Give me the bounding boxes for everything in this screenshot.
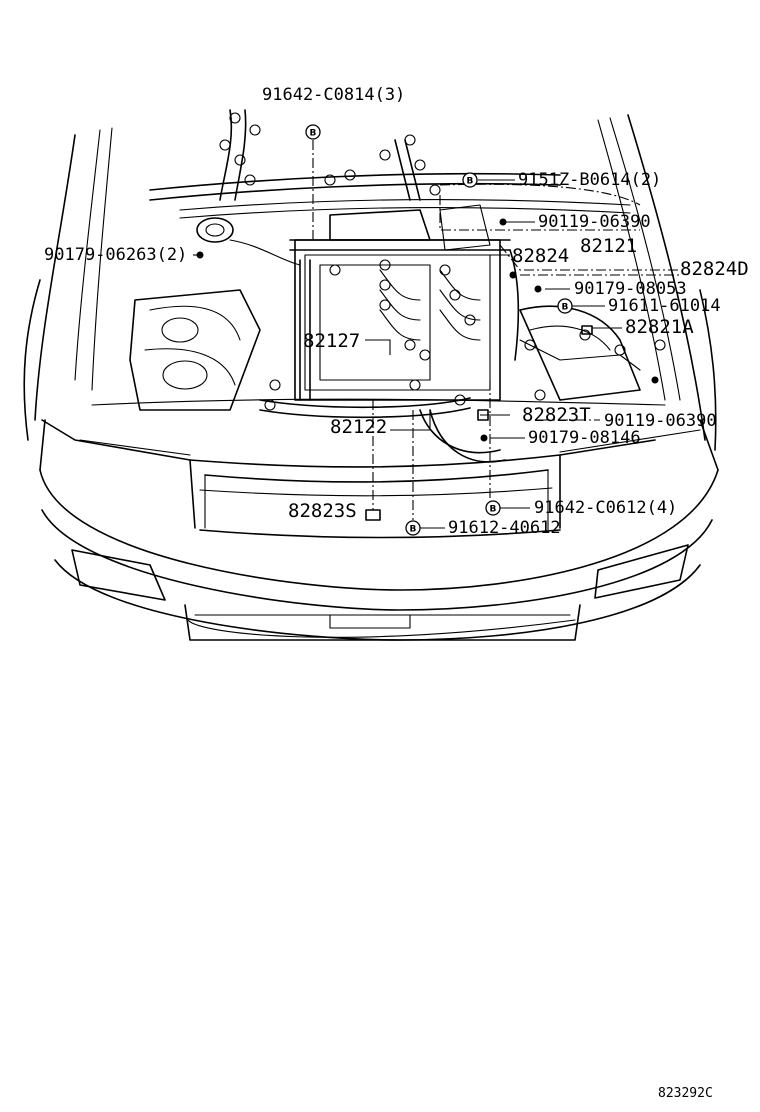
svg-text:B: B [310,129,317,139]
nut-icon [480,434,488,442]
svg-text:B: B [410,525,417,535]
clip-icon [477,409,489,421]
part-label-91642-C0612: 91642-C0612(4) [534,498,677,518]
part-label-82122: 82122 [330,416,387,438]
part-label-90119-06390-bottom: 90119-06390 [604,411,717,431]
fastener-icons [196,218,659,521]
part-label-91612-40612: 91612-40612 [448,518,561,538]
nut-icon [534,285,542,293]
part-label-82121: 82121 [580,235,637,257]
part-label-91611-61014: 91611-61014 [608,296,721,316]
nut-icon [651,376,659,384]
part-label-82821A: 82821A [625,316,694,338]
engine-block [129,204,641,463]
part-label-90179-08053: 90179-08053 [574,279,687,299]
diagram-code: 823292C [658,1086,713,1101]
part-label-82824D: 82824D [680,258,749,280]
bolt-marker-1: B [305,124,321,140]
vehicle-body [23,114,719,641]
svg-text:B: B [562,303,569,313]
part-label-91642-C0814: 91642-C0814(3) [262,85,405,105]
part-label-90119-06390-top: 90119-06390 [538,212,651,232]
part-label-82823S: 82823S [288,500,357,522]
nut-icon [509,271,517,279]
bolt-marker-5: B [405,520,421,536]
part-label-90179-08146: 90179-08146 [528,428,641,448]
bolt-marker-3: B [557,298,573,314]
svg-text:B: B [467,177,474,187]
clip-icon [581,325,593,335]
part-labels: 91642-C0814(3) 9151Z-B0614(2) 90119-0639… [44,85,749,538]
part-label-82127: 82127 [303,330,360,352]
leader-lines [193,140,680,529]
part-label-90179-06263: 90179-06263(2) [44,245,187,265]
bolt-marker-2: B [462,172,478,188]
nut-icon [499,218,507,226]
clip-icon [365,509,381,521]
part-label-82823T: 82823T [522,404,591,426]
svg-text:B: B [490,505,497,515]
part-label-82824: 82824 [512,245,569,267]
bolt-marker-4: B [485,500,501,516]
nut-icon [196,251,204,259]
part-label-9151Z-B0614: 9151Z-B0614(2) [518,170,661,190]
